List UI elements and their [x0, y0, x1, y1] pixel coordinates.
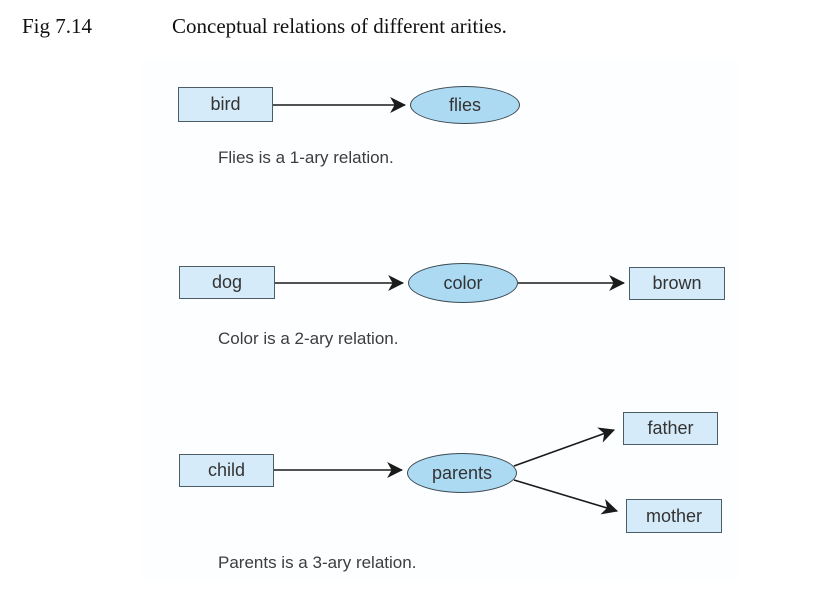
concept-box-father: father — [623, 412, 718, 445]
relation-ellipse-parents: parents — [407, 453, 517, 493]
caption-2ary: Color is a 2-ary relation. — [218, 329, 399, 348]
concept-box-brown: brown — [629, 267, 725, 300]
relation-ellipse-color: color — [408, 263, 518, 303]
caption-3ary: Parents is a 3-ary relation. — [218, 553, 417, 572]
concept-box-dog: dog — [179, 266, 275, 299]
concept-box-child: child — [179, 454, 274, 487]
figure-title: Conceptual relations of different aritie… — [172, 14, 507, 38]
concept-box-mother: mother — [626, 499, 722, 533]
relation-ellipse-flies: flies — [410, 86, 520, 124]
figure-number: Fig 7.14 — [22, 14, 93, 38]
diagram-background-panel — [140, 60, 738, 580]
caption-1ary: Flies is a 1-ary relation. — [218, 148, 394, 167]
concept-box-bird: bird — [178, 87, 273, 122]
